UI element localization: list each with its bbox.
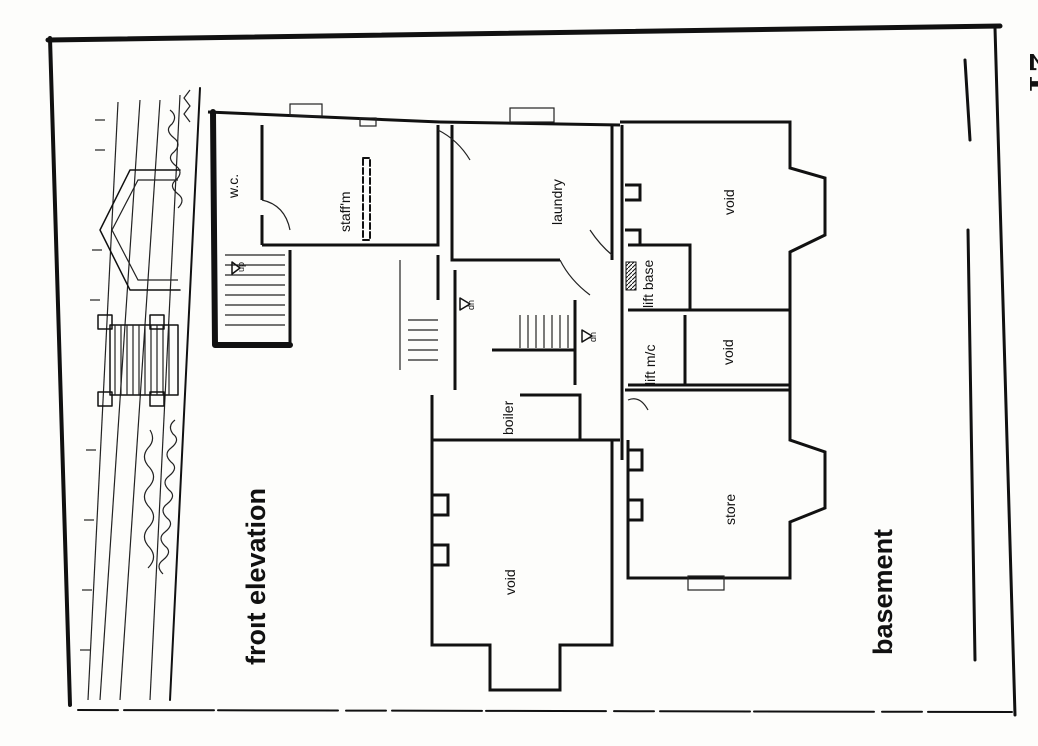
front-elevation-label: froıt elevation [241,488,271,665]
room-label-void-middle-right: void [720,339,736,365]
stair-mark-up: up [236,262,246,272]
sheet-border [45,23,1017,717]
page-number: 21 [1022,52,1038,94]
room-label-void-bottom: void [502,569,518,595]
room-label-laundry: laundry [549,179,565,225]
room-label-lift-mc: lift m/c [642,345,658,385]
room-label-staff-room: staff'm [337,191,353,232]
floor-plan-walls [207,103,827,692]
stair-mark-dn-1: dn [466,300,476,310]
room-label-void-top-right: void [721,189,737,215]
room-label-lift-base: lift base [640,260,656,308]
basement-label: basement [868,529,898,655]
room-label-store: store [722,494,738,525]
staircases [225,254,593,370]
door-swings [261,129,649,411]
room-label-wc: w.c. [225,174,241,199]
stair-mark-dn-2: dn [588,332,598,342]
front-elevation-sketch [80,87,201,701]
room-label-boiler: boiler [500,400,516,435]
